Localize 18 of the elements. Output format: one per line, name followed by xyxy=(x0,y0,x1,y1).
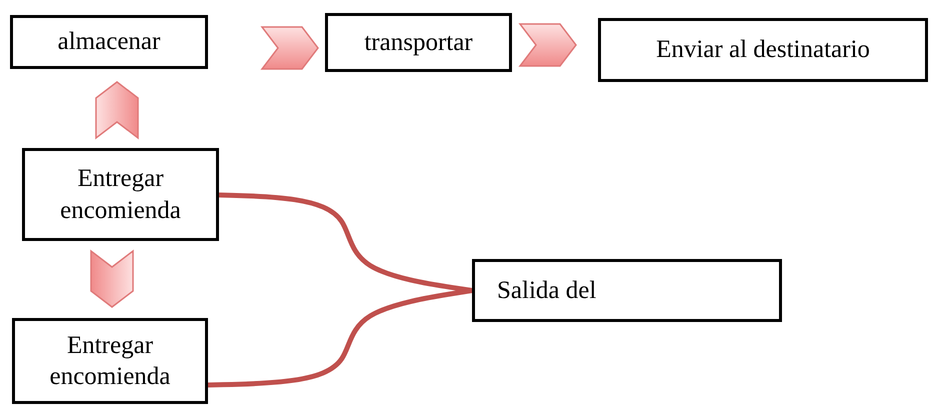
box-label: Entregar encomienda xyxy=(48,330,172,392)
chevron-arrow xyxy=(260,26,319,70)
box-label: Entregar encomienda xyxy=(59,164,182,226)
chevron-arrow xyxy=(518,23,577,67)
process-box xyxy=(325,13,512,72)
process-box xyxy=(598,18,928,82)
box-label: Enviar al destinatario xyxy=(656,35,870,66)
chevron-arrow xyxy=(90,249,134,308)
process-box xyxy=(10,15,208,69)
process-box xyxy=(22,148,219,241)
process-box xyxy=(12,318,208,404)
chevron-arrow xyxy=(95,81,139,140)
box-label: Salida del xyxy=(497,276,596,306)
brace-line xyxy=(218,192,472,293)
box-label: almacenar xyxy=(58,27,160,58)
process-box xyxy=(472,259,782,322)
box-label: transportar xyxy=(364,28,473,58)
brace-line xyxy=(208,288,472,388)
